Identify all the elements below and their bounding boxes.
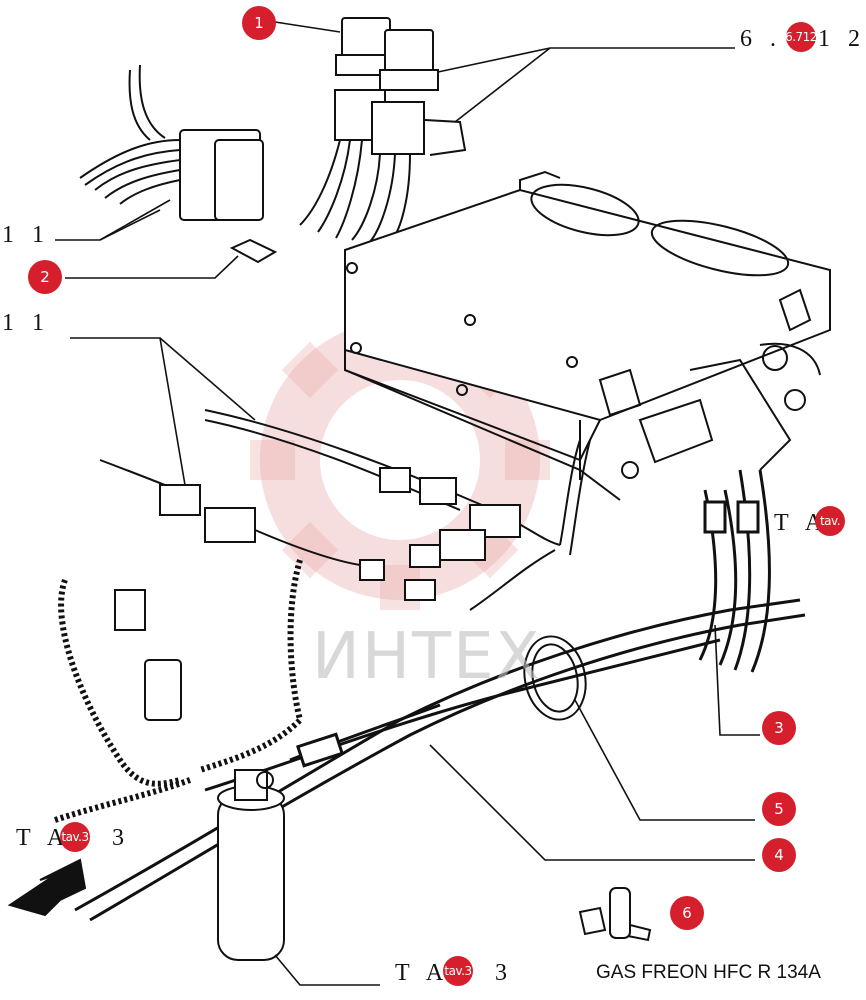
ref-top-right-suffix: 1 2	[818, 26, 866, 52]
callout-6: 6	[670, 896, 704, 930]
fuse-box	[79, 64, 264, 221]
ref-left-bottom: T A	[16, 825, 71, 851]
expansion-valve	[638, 342, 821, 471]
callout-3: 3	[762, 711, 796, 745]
blade-fuse	[229, 238, 278, 264]
coiled-wire-left	[54, 559, 304, 823]
callout-5: 5	[762, 792, 796, 826]
hose-clamp-5	[523, 635, 587, 721]
ref-bottom-center-suffix: 3	[495, 960, 513, 986]
relay-2	[379, 29, 439, 91]
direction-arrow-icon	[7, 858, 87, 917]
ac-unit-housing	[344, 170, 831, 501]
ref-top-right-badge: 6.712	[785, 22, 817, 52]
callout-2: 2	[28, 260, 62, 294]
ref-left-upper: 1 1	[2, 222, 50, 248]
ref-right-mid-badge: tav.	[815, 506, 845, 536]
callout-4: 4	[762, 838, 796, 872]
ref-bottom-center: T A	[395, 960, 450, 986]
charge-valve-6	[578, 887, 652, 942]
gas-caption: GAS FREON HFC R 134A	[596, 962, 821, 983]
callout-1: 1	[242, 6, 276, 40]
ref-left-middle: 1 1	[2, 310, 50, 336]
ref-right-mid: T A	[774, 510, 829, 536]
ref-top-right: 6 .	[740, 26, 782, 52]
leader-lines	[55, 21, 760, 986]
relay-sockets	[299, 89, 467, 245]
refrigerant-hoses-3	[289, 469, 771, 768]
ref-bottom-center-badge: tav.3	[443, 956, 473, 986]
ref-left-bottom-badge: tav.3	[60, 822, 90, 852]
ref-left-bottom-suffix: 3	[112, 825, 130, 851]
pressure-switch	[114, 589, 182, 721]
watermark-text: ИНТЕХ	[312, 620, 542, 694]
wiring-harness	[99, 409, 591, 611]
wiring-diagram	[7, 17, 831, 986]
receiver-drier	[217, 769, 285, 961]
